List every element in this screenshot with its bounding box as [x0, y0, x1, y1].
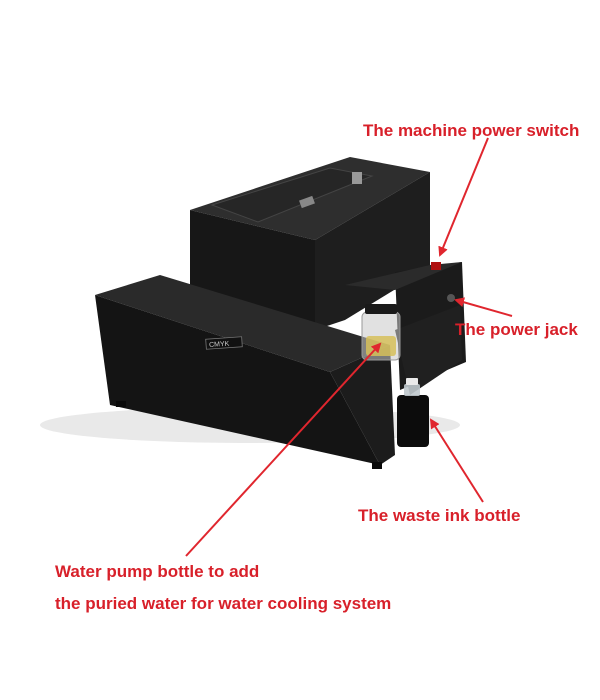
lid-latch [352, 172, 362, 184]
label-water-pump-line1: Water pump bottle to add [55, 562, 260, 581]
waste-ink-bottle [397, 395, 429, 447]
label-power-jack: The power jack [455, 320, 578, 339]
base-top [95, 275, 390, 372]
lid-hinge [299, 195, 315, 209]
upper-cabinet-side [315, 172, 430, 330]
printer-illustration: CMYK [40, 157, 466, 469]
label-power-switch: The machine power switch [363, 121, 580, 140]
cabinet-lid [210, 167, 374, 223]
brand-plate [205, 336, 243, 350]
foot-right [372, 462, 382, 469]
lower-right-panel [395, 305, 462, 395]
power-jack-part [447, 294, 455, 302]
arrow-waste-ink-bottle [429, 418, 484, 503]
waste-ink-bottle-cap [406, 378, 418, 385]
foot-left [116, 401, 126, 407]
water-pump-bottle-cap [365, 304, 397, 314]
arrow-power-switch [438, 137, 489, 257]
label-waste-ink-bottle: The waste ink bottle [358, 506, 521, 525]
waste-ink-bottle-neck [404, 384, 420, 396]
brand-text: CMYK [209, 341, 230, 349]
power-switch-part [431, 262, 441, 270]
arrow-power-jack [454, 297, 513, 317]
base-side [330, 345, 395, 465]
label-water-pump-line2: the puried water for water cooling syste… [55, 594, 392, 613]
arrow-water-pump-bottle [185, 342, 382, 557]
